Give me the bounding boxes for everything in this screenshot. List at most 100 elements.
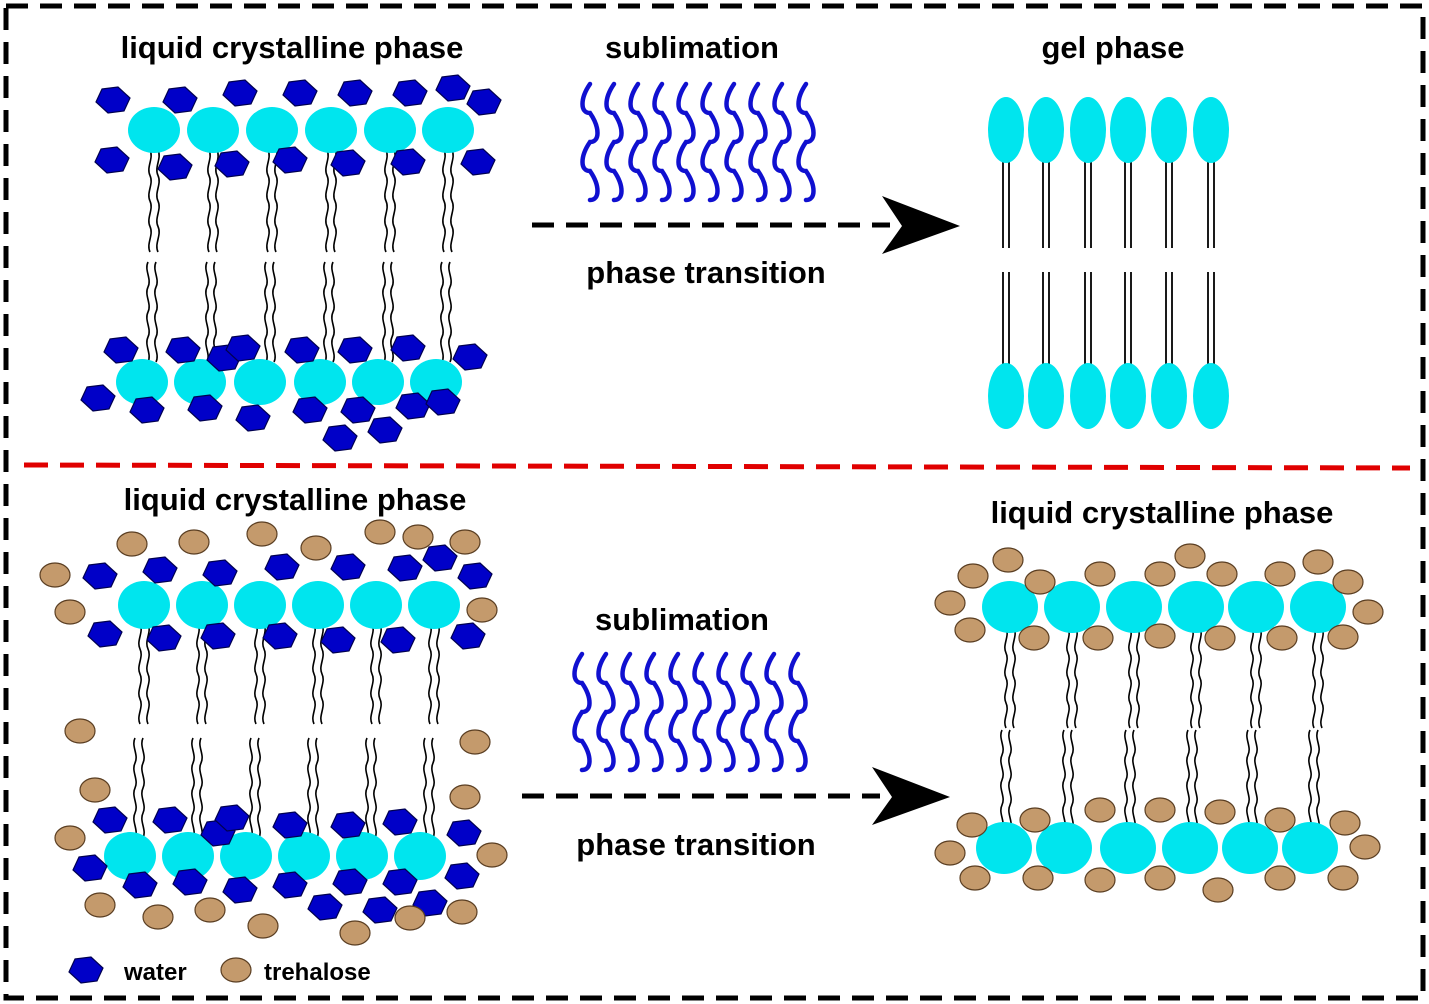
lipid-head	[1028, 363, 1064, 429]
lipid-tail	[146, 261, 158, 363]
lipid-tail	[428, 623, 440, 725]
trehalose-molecule	[1022, 865, 1054, 891]
lipid-head	[1282, 822, 1338, 874]
water-molecule	[235, 404, 271, 432]
top-phase-transition-label: phase transition	[586, 255, 825, 290]
trehalose-molecule	[1019, 807, 1051, 833]
lipid-tail	[423, 737, 435, 839]
trehalose-molecule	[1084, 867, 1116, 893]
water-molecule	[392, 79, 428, 107]
lipid-head	[1028, 97, 1064, 163]
water-molecule	[94, 146, 130, 174]
lipid-tail	[365, 737, 377, 839]
trehalose-molecule	[1329, 810, 1361, 836]
trehalose-molecule	[476, 842, 508, 868]
trehalose-molecule	[459, 729, 491, 755]
lipid-tail	[1250, 627, 1262, 729]
lipid-head	[1193, 363, 1229, 429]
trehalose-molecule	[194, 897, 226, 923]
water-molecule	[466, 88, 502, 116]
lipid-tail	[382, 261, 394, 363]
trehalose-molecule	[1332, 569, 1364, 595]
top-sublimation-label: sublimation	[605, 30, 779, 65]
trehalose-molecule	[449, 784, 481, 810]
water-molecule	[146, 624, 182, 652]
top-right-phase-label: gel phase	[1042, 30, 1185, 65]
lipid-head	[1151, 97, 1187, 163]
water-molecule	[380, 626, 416, 654]
vapor-wave	[772, 81, 792, 203]
lipid-head	[1162, 822, 1218, 874]
trehalose-molecule	[1264, 865, 1296, 891]
water-molecule	[264, 553, 300, 581]
lipid-tail	[307, 737, 319, 839]
vapor-wave	[716, 651, 736, 773]
lipid-tail	[370, 623, 382, 725]
trehalose-molecule	[1204, 625, 1236, 651]
lipid-head	[422, 107, 474, 153]
trehalose-molecule	[1327, 624, 1359, 650]
bottom-left-bilayer	[39, 519, 508, 946]
vapor-wave	[740, 651, 760, 773]
vapor-wave	[676, 81, 696, 203]
bottom-right-bilayer	[934, 543, 1384, 903]
trehalose-molecule	[466, 597, 498, 623]
water-molecule	[129, 396, 165, 424]
legend-trehalose-label: trehalose	[264, 959, 371, 986]
water-molecule	[444, 862, 480, 890]
trehalose-molecule	[402, 524, 434, 550]
top-left-phase-label: liquid crystalline phase	[121, 30, 464, 65]
lipid-head	[1193, 97, 1229, 163]
lipid-tail	[1066, 627, 1078, 729]
lipid-head	[234, 581, 286, 629]
trehalose-molecule	[1144, 561, 1176, 587]
water-molecule	[446, 819, 482, 847]
lipid-tail	[1004, 627, 1016, 729]
bottom-phase-transition-label: phase transition	[576, 827, 815, 862]
water-molecule	[390, 148, 426, 176]
lipid-head	[292, 581, 344, 629]
water-molecule	[72, 854, 108, 882]
water-molecule	[87, 620, 123, 648]
top-right-gel-bilayer	[988, 97, 1229, 429]
vapor-wave	[748, 81, 768, 203]
vapor-wave	[620, 651, 640, 773]
trehalose-molecule	[1082, 625, 1114, 651]
lipid-head	[1070, 97, 1106, 163]
trehalose-molecule	[1264, 807, 1296, 833]
lipid-head	[1110, 363, 1146, 429]
water-molecule	[282, 79, 318, 107]
water-molecule	[214, 150, 250, 178]
lipid-head	[1290, 581, 1346, 633]
trehalose-molecule	[1144, 797, 1176, 823]
water-molecule	[382, 808, 418, 836]
trehalose-molecule	[339, 920, 371, 946]
vapor-wave	[572, 651, 592, 773]
lipid-tail	[1312, 627, 1324, 729]
water-icon	[68, 956, 104, 984]
lipid-head	[116, 359, 168, 405]
vapor-wave	[580, 81, 600, 203]
lipid-head	[246, 107, 298, 153]
lipid-head	[234, 359, 286, 405]
water-molecule	[337, 336, 373, 364]
water-molecule	[92, 806, 128, 834]
trehalose-molecule	[934, 840, 966, 866]
lipid-head	[976, 822, 1032, 874]
vapor-wave	[596, 651, 616, 773]
lipid-head	[128, 107, 180, 153]
trehalose-molecule	[394, 905, 426, 931]
bottom-sublimation-label: sublimation	[595, 602, 769, 637]
bottom-transition-arrow	[522, 767, 950, 825]
water-molecule	[330, 149, 366, 177]
trehalose-molecule	[1084, 561, 1116, 587]
lipid-tail	[249, 737, 261, 839]
lipid-head	[408, 581, 460, 629]
lipid-tail	[440, 261, 452, 363]
lipid-tail	[1124, 729, 1136, 831]
lipid-head	[1044, 581, 1100, 633]
lipid-tail	[191, 737, 203, 839]
trehalose-molecule	[84, 892, 116, 918]
lipid-head	[294, 359, 346, 405]
